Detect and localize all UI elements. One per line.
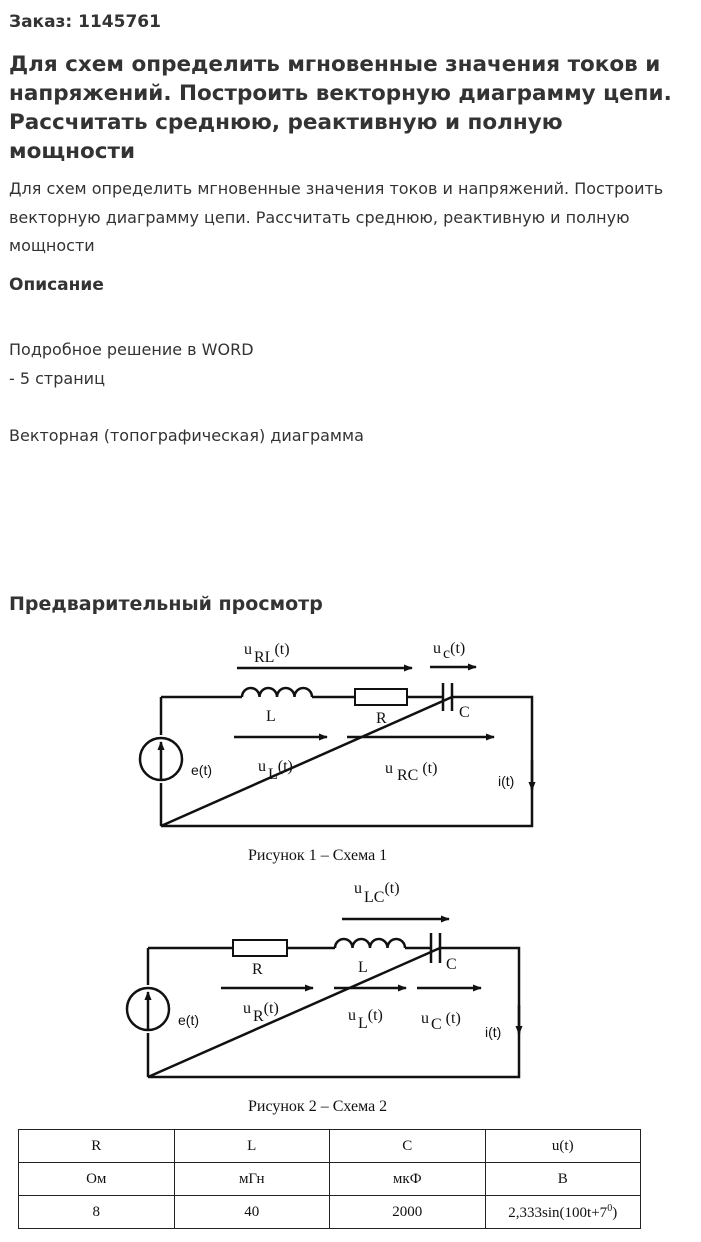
table-cell: 8 [18, 1195, 175, 1229]
table-cell: Ом [18, 1162, 175, 1196]
scheme-2-inductor [333, 937, 407, 949]
description-line-3: Векторная (топографическая) диаграмма [9, 426, 364, 445]
description-line-2: - 5 страниц [9, 369, 105, 388]
scheme-2-resistor [232, 939, 288, 957]
label-L: L [266, 708, 276, 725]
scheme-1-voltage-arrows [234, 663, 495, 741]
table-cell-voltage: 2,333sin(100t+70) [484, 1195, 641, 1229]
table-cell: R [18, 1129, 175, 1163]
parameters-table: R L C u(t) Ом мГн мкФ В 8 40 2000 2,333s… [18, 1129, 641, 1229]
lead-text: Для схем определить мгновенные значения … [9, 179, 664, 255]
label-e-2: e(t) [178, 1012, 199, 1028]
scheme-1-source [138, 736, 184, 782]
table-cell: мГн [173, 1162, 330, 1196]
scheme-2-source [125, 986, 171, 1032]
page-title: Для схем определить мгновенные значения … [9, 52, 672, 164]
table-cell: 2000 [329, 1195, 486, 1229]
table-cell: C [329, 1129, 486, 1163]
label-i-2: i(t) [485, 1024, 501, 1040]
scheme-1-circuit [138, 683, 536, 828]
table-cell: u(t) [484, 1129, 641, 1163]
preview-heading: Предварительный просмотр [9, 593, 323, 615]
table-row-units: Ом мГн мкФ В [18, 1162, 641, 1196]
caption-scheme-2: Рисунок 2 – Схема 2 [248, 1098, 388, 1115]
label-R-2: R [252, 961, 263, 978]
label-e: e(t) [191, 762, 212, 778]
scheme-1-inductor [240, 686, 314, 698]
label-C-2: C [446, 956, 457, 973]
label-C: C [459, 704, 470, 721]
scheme-2-voltage-arrows [221, 915, 482, 992]
caption-scheme-1: Рисунок 1 – Схема 1 [248, 847, 388, 864]
scheme-2-circuit [125, 933, 523, 1079]
table-row-values: 8 40 2000 2,333sin(100t+70) [18, 1195, 641, 1229]
table-cell: мкФ [329, 1162, 486, 1196]
label-L-2: L [358, 959, 368, 976]
scheme-1-resistor [354, 688, 408, 706]
description-line-1: Подробное решение в WORD [9, 340, 254, 359]
table-cell: В [484, 1162, 641, 1196]
label-u-lc: uLC(t) [354, 880, 400, 906]
scheme-1-wire [160, 695, 534, 828]
label-i: i(t) [498, 773, 514, 789]
label-R: R [376, 710, 387, 727]
table-cell: L [173, 1129, 330, 1163]
scheme-2-wire [147, 946, 521, 1079]
table-cell: 40 [173, 1195, 330, 1229]
table-row-headers: R L C u(t) [18, 1129, 641, 1163]
order-number: Заказ: 1145761 [9, 12, 161, 32]
description-heading: Описание [9, 275, 104, 295]
